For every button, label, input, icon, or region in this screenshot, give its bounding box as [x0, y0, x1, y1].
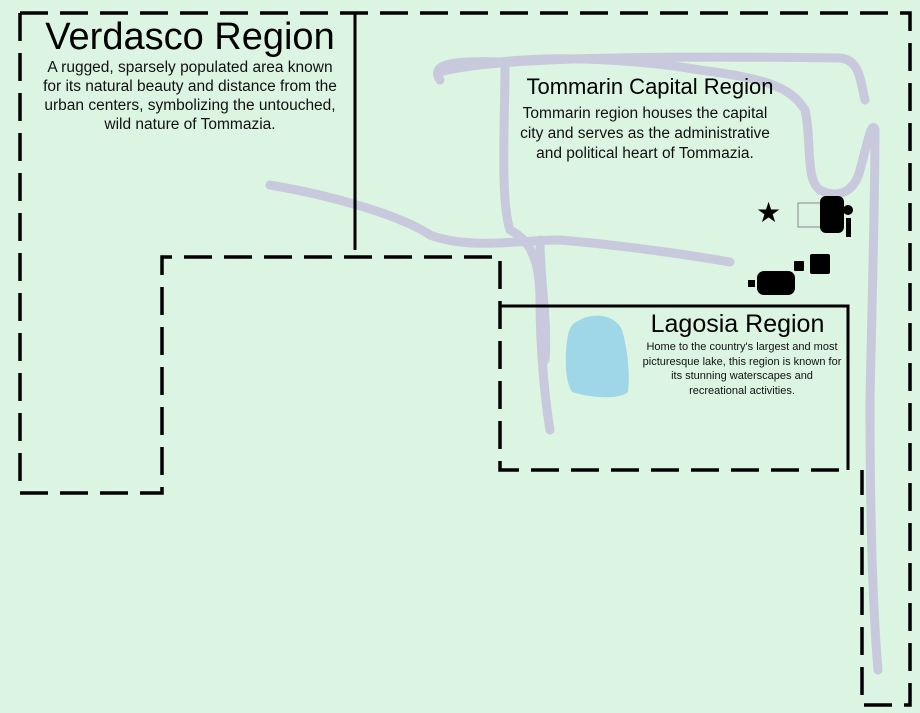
- lake-icon: [565, 315, 629, 398]
- region-title-verdasco: Verdasco Region: [45, 16, 335, 58]
- building-icon: [820, 196, 844, 233]
- road: [435, 52, 870, 105]
- building-icon: [810, 254, 830, 274]
- region-title-tommarin: Tommarin Capital Region: [526, 74, 774, 99]
- region-title-lagosia: Lagosia Region: [650, 310, 825, 338]
- building-icon: [794, 261, 804, 271]
- building-icon: [843, 205, 853, 215]
- roads: [265, 52, 883, 675]
- road: [535, 235, 551, 365]
- solid-borders: [353, 13, 850, 470]
- building-icon: [846, 218, 851, 237]
- dashed-borders: [18, 11, 912, 707]
- region-description-verdasco: A rugged, sparsely populated area known …: [43, 59, 337, 133]
- road: [499, 60, 555, 435]
- capital-symbols: ★: [748, 196, 853, 295]
- building-icon: [748, 280, 755, 287]
- region-description-lagosia: Home to the country's largest and most p…: [642, 341, 842, 397]
- capital-star-icon: ★: [756, 196, 781, 229]
- region-description-tommarin: Tommarin region houses the capital city …: [520, 105, 770, 162]
- road: [265, 180, 735, 267]
- building-icon: [797, 202, 823, 228]
- building-icon: [757, 271, 795, 295]
